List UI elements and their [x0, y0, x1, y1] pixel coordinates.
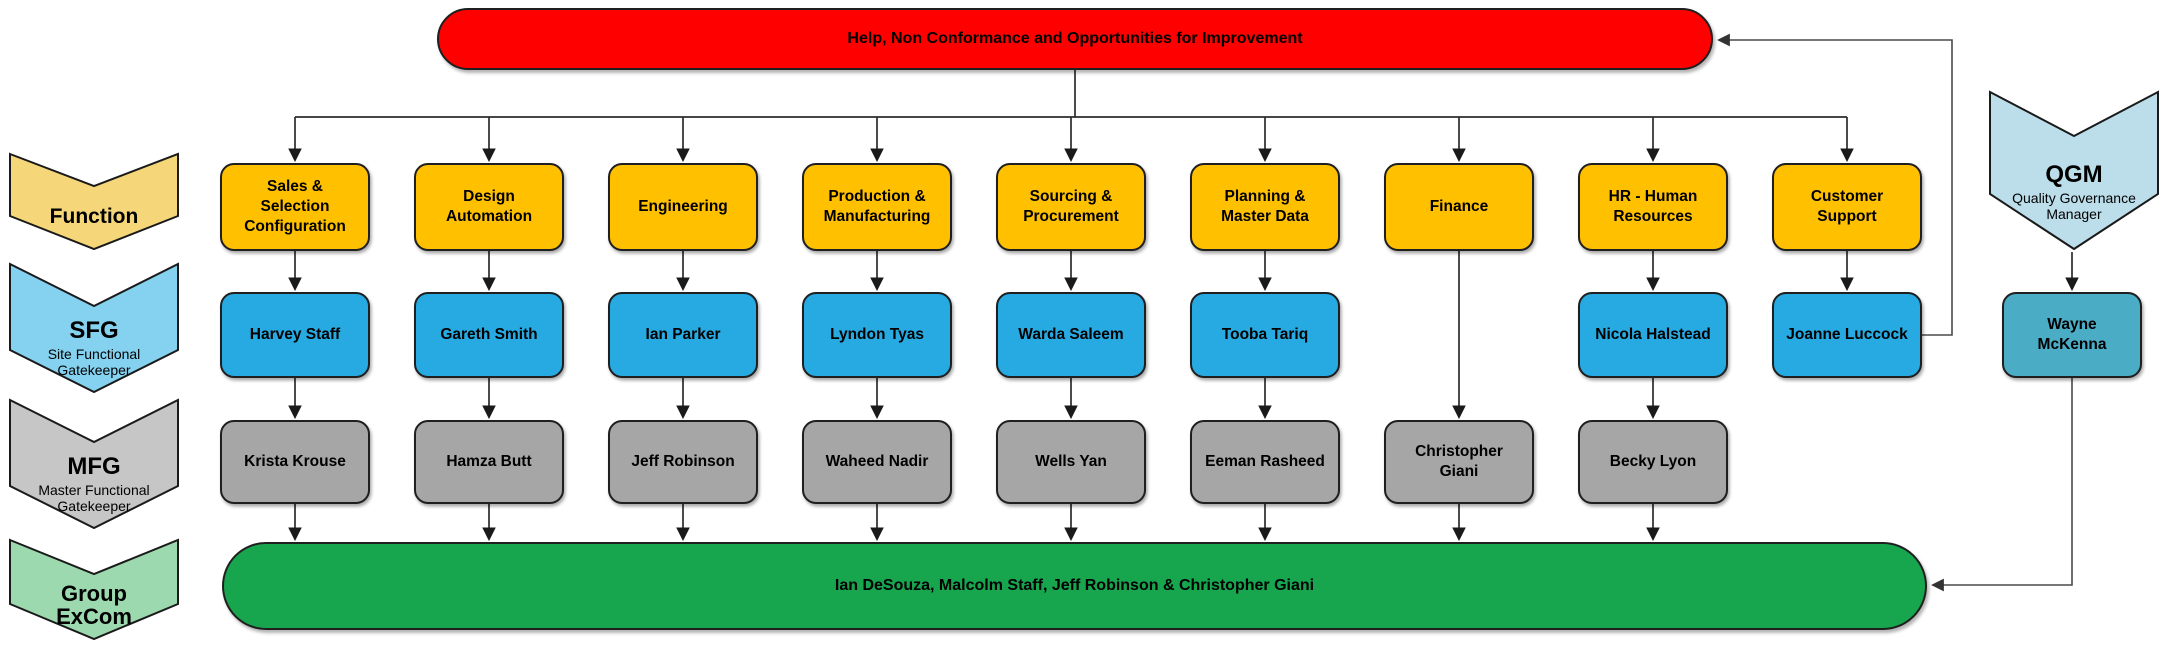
excom-banner: Ian DeSouza, Malcolm Staff, Jeff Robinso… [222, 542, 1927, 630]
row-label-sfg-title: SFG [69, 317, 119, 345]
mfg-box-christopher-giani: Christopher Giani [1384, 420, 1534, 504]
function-box-sales-selection-configuration: Sales & Selection Configuration [220, 163, 370, 251]
mfg-box-krista-krouse: Krista Krouse [220, 420, 370, 504]
function-box-finance: Finance [1384, 163, 1534, 251]
function-box-sourcing-procurement: Sourcing & Procurement [996, 163, 1146, 251]
row-label-sfg: SFG Site Functional Gatekeeper [8, 262, 180, 394]
row-label-mfg-title: MFG [67, 453, 121, 481]
top-banner-label: Help, Non Conformance and Opportunities … [847, 30, 1303, 47]
chevron-down-icon [9, 398, 179, 530]
row-label-excom: Group ExCom [8, 538, 180, 642]
top-banner: Help, Non Conformance and Opportunities … [437, 8, 1713, 70]
mfg-box-hamza-butt: Hamza Butt [414, 420, 564, 504]
qgm-subtitle: Quality Governance Manager [2012, 189, 2136, 222]
chevron-down-icon [1989, 90, 2159, 251]
sfg-box-gareth-smith: Gareth Smith [414, 292, 564, 378]
sfg-box-warda-saleem: Warda Saleem [996, 292, 1146, 378]
sfg-box-tooba-tariq: Tooba Tariq [1190, 292, 1340, 378]
row-label-function-title: Function [49, 204, 139, 228]
chevron-down-icon [9, 538, 179, 641]
function-box-production-manufacturing: Production & Manufacturing [802, 163, 952, 251]
sfg-box-joanne-luccock: Joanne Luccock [1772, 292, 1922, 378]
row-label-mfg: MFG Master Functional Gatekeeper [8, 398, 180, 530]
mfg-box-becky-lyon: Becky Lyon [1578, 420, 1728, 504]
excom-banner-label: Ian DeSouza, Malcolm Staff, Jeff Robinso… [834, 577, 1315, 594]
row-label-mfg-subtitle: Master Functional Gatekeeper [38, 481, 150, 514]
sfg-box-ian-parker: Ian Parker [608, 292, 758, 378]
row-label-excom-title: Group ExCom [56, 580, 132, 629]
qgm-box-wayne-mckenna: Wayne McKenna [2002, 292, 2142, 378]
mfg-box-jeff-robinson: Jeff Robinson [608, 420, 758, 504]
qgm-title: QGM [2045, 161, 2103, 189]
mfg-box-wells-yan: Wells Yan [996, 420, 1146, 504]
chevron-down-icon [9, 262, 179, 394]
sfg-box-harvey-staff: Harvey Staff [220, 292, 370, 378]
mfg-box-waheed-nadir: Waheed Nadir [802, 420, 952, 504]
chevron-down-icon [9, 152, 179, 251]
sfg-box-nicola-halstead: Nicola Halstead [1578, 292, 1728, 378]
function-box-engineering: Engineering [608, 163, 758, 251]
sfg-box-lyndon-tyas: Lyndon Tyas [802, 292, 952, 378]
function-box-planning-master-data: Planning & Master Data [1190, 163, 1340, 251]
row-label-sfg-subtitle: Site Functional Gatekeeper [47, 345, 141, 378]
function-box-customer-support: Customer Support [1772, 163, 1922, 251]
qgm-label: QGM Quality Governance Manager [1988, 90, 2160, 252]
function-box-hr-human-resources: HR - Human Resources [1578, 163, 1728, 251]
mfg-box-eeman-rasheed: Eeman Rasheed [1190, 420, 1340, 504]
function-box-design-automation: Design Automation [414, 163, 564, 251]
row-label-function: Function [8, 152, 180, 252]
